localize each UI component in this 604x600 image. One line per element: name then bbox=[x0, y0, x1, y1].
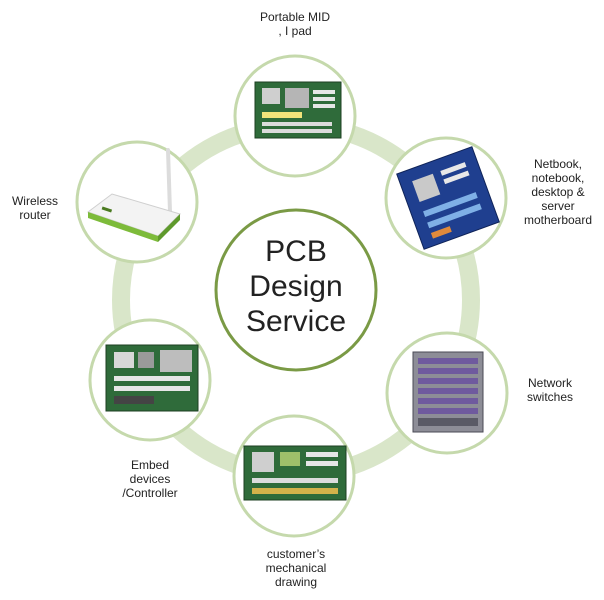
motherboard-photo bbox=[105, 344, 199, 412]
node-network-switches bbox=[385, 331, 509, 455]
node-wireless-router bbox=[75, 140, 199, 264]
network-switch-photo bbox=[412, 351, 484, 433]
label-mechanical-drawing: customer’s mechanical drawing bbox=[265, 547, 327, 589]
long-board-photo bbox=[243, 445, 347, 501]
motherboard-photo bbox=[254, 81, 342, 139]
node-netbook bbox=[384, 136, 508, 260]
router-photo bbox=[86, 148, 181, 242]
node-portable-mid bbox=[233, 54, 357, 178]
motherboard-photo bbox=[396, 146, 500, 250]
label-wireless-router: Wireless router bbox=[11, 194, 58, 222]
node-embed-devices bbox=[88, 318, 212, 442]
node-mechanical-drawing bbox=[232, 414, 356, 538]
center-title: PCB Design Service bbox=[245, 235, 347, 338]
label-portable-mid: Portable MID , I pad bbox=[259, 10, 331, 38]
label-netbook: Netbook, notebook, desktop & server moth… bbox=[523, 157, 593, 227]
center-circle bbox=[214, 208, 378, 372]
label-embed-devices: Embed devices /Controller bbox=[122, 458, 178, 500]
label-network-switches: Network switches bbox=[526, 376, 573, 404]
